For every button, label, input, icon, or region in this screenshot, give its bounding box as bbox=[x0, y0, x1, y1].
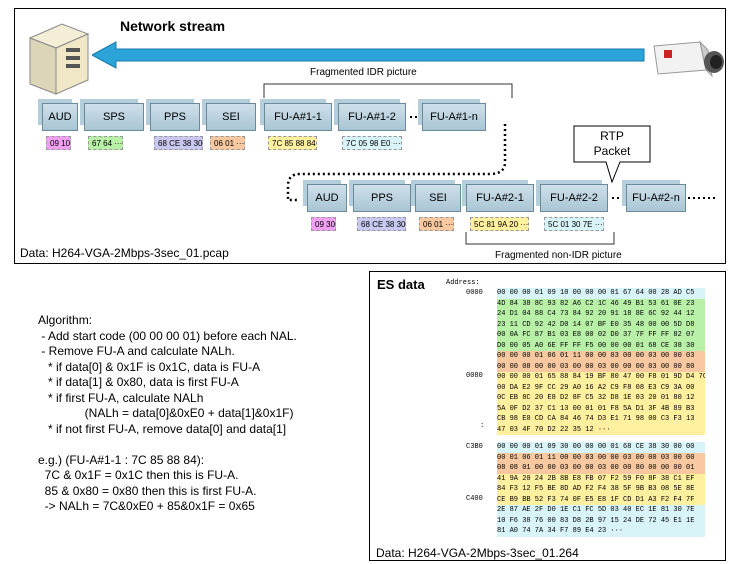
algorithm-line: Algorithm: bbox=[38, 313, 93, 327]
rtp-label-line1: RTP bbox=[600, 129, 624, 143]
algorithm-line: (NALh = data[0]&0xE0 + data[1]&0x1F) bbox=[38, 406, 294, 420]
algorithm-text: Algorithm: - Add start code (00 00 00 01… bbox=[38, 313, 297, 515]
nonidr-nal-aud: AUD bbox=[307, 184, 347, 212]
algorithm-line: 85 & 0x80 = 0x80 then this is first FU-A… bbox=[38, 483, 257, 498]
nonidr-nal-pps: PPS bbox=[353, 184, 411, 212]
es-data-label: Data: H264-VGA-2Mbps-3sec_01.264 bbox=[376, 546, 579, 560]
idr-bytes-sei: 06 01 ··· bbox=[210, 136, 246, 150]
es-block2-hex-row: 10 F6 38 76 00 83 D8 2B 97 15 24 DE 72 4… bbox=[497, 515, 705, 527]
algorithm-line: * if data[1] & 0x80, data is first FU-A bbox=[38, 375, 239, 389]
idr-nal-sps: SPS bbox=[84, 103, 144, 131]
algorithm-line: - Add start code (00 00 00 01) before ea… bbox=[38, 328, 297, 343]
nonidr-bytes-fu-a-2-1: 5C 81 9A 20 ··· bbox=[470, 217, 530, 231]
nonidr-bytes-fu-a-2-2: 5C 01 30 7E ··· bbox=[544, 217, 604, 231]
nonidr-nal-fu-a-2-1: FU-A#2-1 bbox=[466, 184, 534, 212]
continuation-dots bbox=[286, 116, 716, 202]
idr-bytes-sps: 67 64 ··· bbox=[88, 136, 124, 150]
algorithm-line: * if data[0] & 0x1F is 0x1C, data is FU-… bbox=[38, 359, 261, 374]
es-block2-hex-row: 2E 87 AE 2F D0 1E C1 FC 5D 03 40 EC 1E 8… bbox=[497, 505, 705, 517]
es-block1-hex-row: 00 0A FC 87 B1 03 E8 00 02 D0 37 7F FF F… bbox=[497, 330, 705, 342]
es-block2-hex-row: 00 00 00 01 09 30 00 00 00 01 68 CE 38 3… bbox=[497, 442, 705, 454]
algorithm-line: -> NALh = 7C&0xE0 + 85&0x1F = 0x65 bbox=[38, 499, 255, 513]
address-label: Address: bbox=[446, 279, 480, 287]
address-c3b0: C3B0 bbox=[466, 443, 483, 451]
algorithm-line: 7C & 0x1F = 0x1C then this is FU-A. bbox=[38, 468, 239, 482]
server-icon bbox=[28, 23, 90, 95]
es-block1-hex-row: 47 03 4F 70 D2 22 35 12 ··· bbox=[497, 424, 705, 436]
network-stream-title: Network stream bbox=[120, 18, 226, 34]
nonidr-bytes-sei: 06 01 ··· bbox=[419, 217, 455, 231]
nonidr-nal-sei: SEI bbox=[415, 184, 461, 212]
algorithm-line: * if first FU-A, calculate NALh bbox=[38, 390, 204, 405]
algorithm-line bbox=[38, 437, 297, 453]
rtp-packet-callout bbox=[573, 125, 651, 184]
idr-nal-fu-a-1-n: FU-A#1-n bbox=[422, 103, 486, 131]
algorithm-line: - Remove FU-A and calculate NALh. bbox=[38, 344, 235, 358]
algorithm-line: * if not first FU-A, remove data[0] and … bbox=[38, 421, 287, 436]
nonidr-bytes-aud: 09 30 bbox=[311, 217, 337, 231]
nonidr-nal-fu-a-2-n: FU-A#2-n bbox=[626, 184, 686, 212]
idr-bracket bbox=[263, 83, 513, 98]
address-dots: : bbox=[480, 422, 485, 430]
idr-bytes-fu-a-1-2: 7C 05 98 E0 ··· bbox=[342, 136, 402, 150]
idr-nal-aud: AUD bbox=[42, 103, 78, 131]
nonidr-nal-fu-a-2-2: FU-A#2-2 bbox=[540, 184, 608, 212]
idr-bytes-fu-a-1-1: 7C 85 88 84 bbox=[268, 136, 317, 150]
es-block1-hex-row: 00 DA E2 9F CC 29 A0 16 A2 C9 F8 08 E3 C… bbox=[497, 382, 705, 394]
pcap-data-label: Data: H264-VGA-2Mbps-3sec_01.pcap bbox=[20, 246, 229, 260]
idr-nal-fu-a-1-1: FU-A#1-1 bbox=[264, 103, 332, 131]
idr-bytes-aud: 09 10 bbox=[46, 136, 72, 150]
idr-nal-fu-a-1-2: FU-A#1-2 bbox=[338, 103, 406, 131]
camera-icon bbox=[653, 40, 724, 78]
stream-direction-arrow bbox=[92, 41, 645, 69]
es-block2-hex-row: 81 A0 74 7A 34 F7 89 E4 23 ··· bbox=[497, 526, 705, 538]
idr-nal-pps: PPS bbox=[150, 103, 200, 131]
address-0000: 0000 bbox=[466, 289, 483, 297]
es-data-title: ES data bbox=[377, 277, 425, 292]
address-0080: 0080 bbox=[466, 372, 483, 380]
rtp-label-line2: Packet bbox=[593, 144, 631, 158]
nonidr-picture-label: Fragmented non-IDR picture bbox=[495, 250, 622, 261]
idr-picture-label: Fragmented IDR picture bbox=[310, 67, 417, 78]
algorithm-line: e.g.) (FU-A#1-1 : 7C 85 88 84): bbox=[38, 452, 205, 467]
nonidr-bracket bbox=[465, 232, 615, 245]
es-block1-hex-row: D0 00 05 A0 6E FF FF F5 00 00 00 01 68 C… bbox=[497, 340, 705, 352]
idr-nal-sei: SEI bbox=[206, 103, 256, 131]
address-c400: C400 bbox=[466, 495, 483, 503]
idr-bytes-pps: 68 CE 38 30 bbox=[154, 136, 204, 150]
nonidr-bytes-pps: 68 CE 38 30 bbox=[357, 217, 407, 231]
